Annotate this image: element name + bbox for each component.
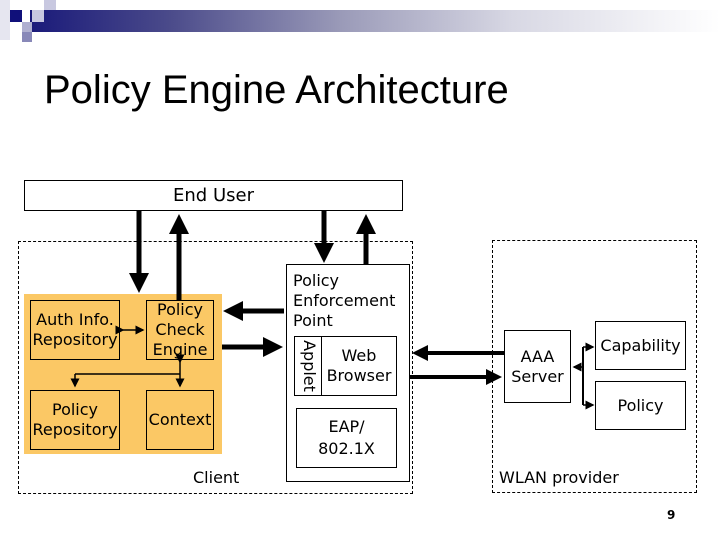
header-square-pale [32,10,44,22]
web-browser-line1: Web [341,346,377,365]
pep-title-line1: Policy [293,271,340,290]
header-gradient-bar [30,10,720,32]
aaa-line1: AAA [520,346,555,366]
pce-line3: Engine [152,340,208,359]
end-user-label: End User [173,184,254,206]
applet-box: Applet [294,336,322,396]
wlan-provider-label: WLAN provider [499,468,619,487]
capability-label: Capability [600,335,681,355]
pep-title: Policy Enforcement Point [293,271,395,331]
header-square-light [0,0,10,40]
pce-line2: Check [155,320,205,339]
policy-label: Policy [617,395,664,415]
auth-info-line1: Auth Info. [36,310,114,329]
capability-box: Capability [595,321,686,370]
policy-repository-box: Policy Repository [30,390,120,450]
page-number: 9 [667,508,676,522]
header-square-dark [10,10,22,22]
policy-check-engine-box: Policy Check Engine [146,300,214,360]
pce-line1: Policy [156,300,204,319]
web-browser-box: Web Browser [321,336,397,396]
arrow-pce-to-repositories [70,354,185,388]
policy-box: Policy [595,381,686,430]
header-square-pale-top [44,0,56,10]
pep-title-line2: Enforcement [293,291,396,310]
arrow-aaa-to-capability-policy [572,342,595,410]
eap-line2: 802.1X [318,439,375,458]
header-square-mid [22,22,32,32]
context-box: Context [146,390,214,450]
auth-info-line2: Repository [32,330,118,349]
aaa-line2: Server [511,366,564,386]
wlan-provider-region [492,240,697,493]
slide-title: Policy Engine Architecture [44,68,509,112]
web-browser-line2: Browser [326,366,392,385]
pep-title-line3: Point [293,311,333,330]
policy-repo-line2: Repository [32,420,118,439]
client-label: Client [193,468,240,487]
aaa-server-box: AAA Server [504,330,571,403]
eap-8021x-box: EAP/ 802.1X [296,408,397,468]
eap-line1: EAP/ [328,417,365,436]
policy-repo-line1: Policy [51,400,99,419]
end-user-box: End User [24,180,403,211]
context-label: Context [148,410,212,429]
client-region [18,241,413,494]
policy-enforcement-point-box: Policy Enforcement Point [286,264,410,482]
header-square-mid2 [22,32,32,42]
